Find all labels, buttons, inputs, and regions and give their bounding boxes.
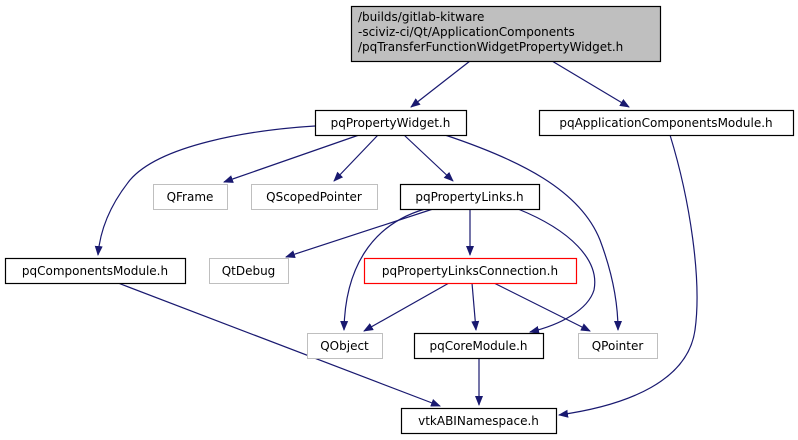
node-box: [538, 109, 795, 137]
edges-layer: [94, 60, 698, 418]
node-label: QPointer: [592, 339, 644, 353]
node-box: [4, 257, 187, 285]
node-pqApplicationComponentsModule[interactable]: pqApplicationComponentsModule.h: [538, 109, 795, 137]
node-box: [209, 258, 289, 284]
nodes-layer: /builds/gitlab-kitware-sciviz-ci/Qt/Appl…: [4, 5, 795, 435]
edge-pqPropertyLinksConnection-to-QPointer: [493, 282, 591, 332]
node-box: [400, 407, 558, 435]
edge-pqApplicationComponentsModule-to-vtkABINamespace: [558, 134, 698, 418]
node-label: QFrame: [167, 190, 214, 204]
edge-pqPropertyLinks-to-QObject: [340, 208, 426, 331]
node-label: /builds/gitlab-kitware: [358, 10, 484, 24]
edge-pqPropertyLinks-to-pqCoreModule: [517, 208, 596, 334]
node-box: [413, 332, 545, 360]
node-box: [399, 183, 541, 211]
edge-pqPropertyWidget-to-pqComponentsModule: [94, 125, 316, 256]
edge-pqComponentsModule-to-vtkABINamespace: [117, 282, 441, 407]
node-pqPropertyLinks[interactable]: pqPropertyLinks.h: [399, 183, 541, 211]
edge-pqPropertyWidget-to-QFrame: [223, 134, 360, 183]
node-label: pqPropertyLinks.h: [415, 190, 523, 204]
node-label: pqPropertyWidget.h: [331, 116, 451, 130]
node-box: [363, 257, 578, 285]
edge-pqPropertyLinksConnection-to-QObject: [363, 282, 450, 332]
node-box: [153, 184, 228, 210]
edge-pqPropertyWidget-to-pqPropertyLinks: [403, 134, 454, 182]
node-QtDebug: QtDebug: [209, 258, 289, 284]
node-QObject: QObject: [307, 333, 383, 359]
node-box: [307, 333, 383, 359]
node-pqComponentsModule[interactable]: pqComponentsModule.h: [4, 257, 187, 285]
node-label: pqCoreModule.h: [429, 339, 527, 353]
node-root[interactable]: /builds/gitlab-kitware-sciviz-ci/Qt/Appl…: [350, 5, 662, 63]
node-QScopedPointer: QScopedPointer: [251, 184, 378, 210]
node-pqCoreModule[interactable]: pqCoreModule.h: [413, 332, 545, 360]
node-label: pqPropertyLinksConnection.h: [382, 264, 558, 278]
node-pqPropertyWidget[interactable]: pqPropertyWidget.h: [314, 109, 468, 137]
node-box: [350, 5, 662, 63]
node-label: QScopedPointer: [266, 190, 362, 204]
node-label: -sciviz-ci/Qt/ApplicationComponents: [358, 25, 575, 39]
node-QFrame: QFrame: [153, 184, 228, 210]
node-vtkABINamespace[interactable]: vtkABINamespace.h: [400, 407, 558, 435]
node-box: [578, 333, 658, 359]
edge-pqPropertyWidget-to-QPointer: [444, 134, 622, 331]
node-box: [314, 109, 468, 137]
node-label: vtkABINamespace.h: [418, 414, 539, 428]
node-label: QtDebug: [222, 264, 276, 278]
edge-root-to-pqPropertyWidget: [410, 60, 471, 108]
node-QPointer: QPointer: [578, 333, 658, 359]
node-pqPropertyLinksConnection[interactable]: pqPropertyLinksConnection.h: [363, 257, 578, 285]
edge-root-to-pqApplicationComponentsModule: [551, 60, 630, 108]
edge-pqPropertyLinksConnection-to-pqCoreModule: [471, 282, 480, 331]
node-label: QObject: [320, 339, 369, 353]
node-label: /pqTransferFunctionWidgetPropertyWidget.…: [358, 40, 623, 54]
edge-pqPropertyWidget-to-QScopedPointer: [333, 134, 379, 182]
edge-pqPropertyLinks-to-QtDebug: [285, 208, 434, 259]
node-label: pqComponentsModule.h: [22, 264, 168, 278]
node-box: [251, 184, 378, 210]
node-label: pqApplicationComponentsModule.h: [559, 116, 772, 130]
